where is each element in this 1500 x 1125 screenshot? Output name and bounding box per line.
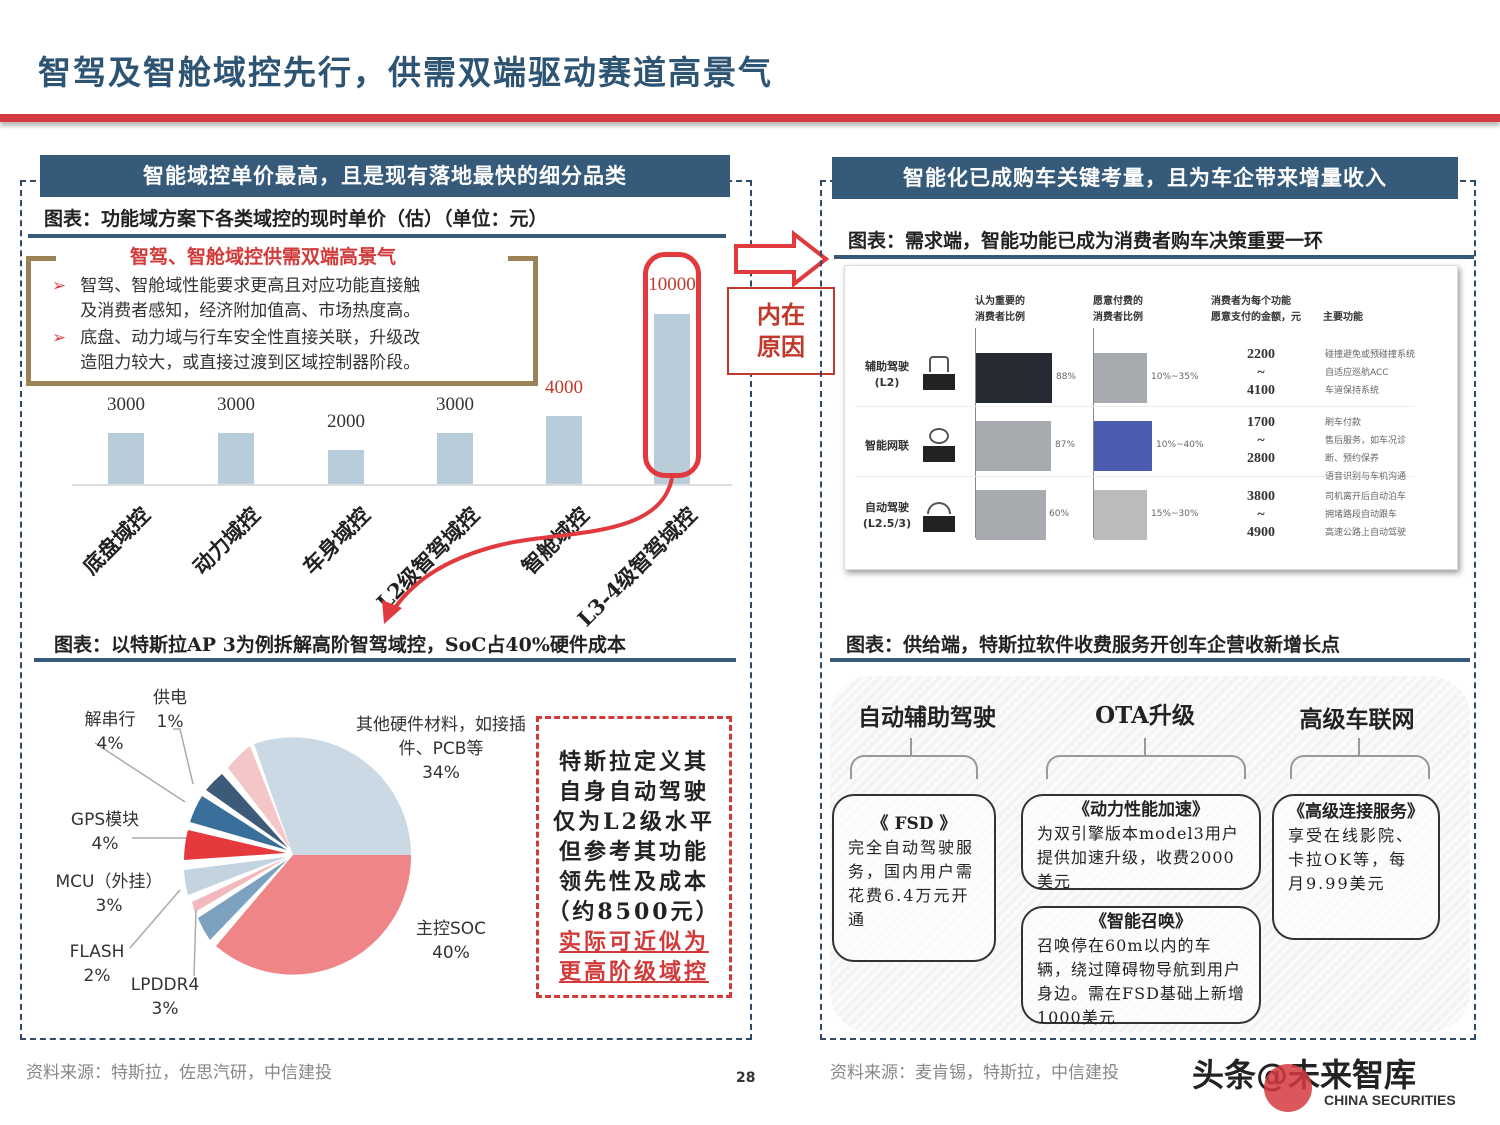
- survey-bar: [1094, 490, 1147, 540]
- left-fig1-rule: [28, 234, 726, 238]
- curved-arrow-icon: [382, 477, 674, 624]
- bullet-arrow-icon: ➢: [52, 276, 67, 296]
- survey-header: 认为重要的消费者比例: [975, 296, 1025, 323]
- insight-bullets: ➢ 智驾、智舱域性能要求更高且对应功能直接触 及消费者感知，经济附加值高、市场热…: [52, 274, 532, 376]
- bar-value: 4000: [545, 377, 583, 398]
- survey-header: 主要功能: [1323, 312, 1363, 323]
- bar-l34-adas: [654, 314, 690, 484]
- survey-bar: [976, 353, 1052, 403]
- right-source: 资料来源：麦肯锡，特斯拉，中信建投: [830, 1063, 1119, 1083]
- survey-bar: [1094, 353, 1147, 403]
- bar-chassis: [108, 433, 144, 484]
- service-card-connectivity: 《高级连接服务》 享受在线影院、卡拉OK等，每月9.99美元: [1272, 794, 1440, 940]
- adas-icon: [923, 374, 955, 390]
- left-fig1-caption: 图表：功能域方案下各类域控的现时单价（估）（单位：元）: [44, 208, 548, 230]
- bar-value: 3000: [107, 394, 145, 415]
- pie-label-mcu: MCU（外挂）3%: [55, 872, 163, 916]
- bar-value: 3000: [217, 394, 255, 415]
- survey-price: 3800~4900: [1247, 489, 1275, 540]
- brace-tip: [1144, 738, 1154, 756]
- service-category: 高级车联网: [1299, 706, 1415, 733]
- insight-box: [26, 256, 538, 386]
- right-fig2-rule: [830, 658, 1470, 662]
- autonomous-icon: [923, 516, 955, 532]
- survey-header: 愿意付费的消费者比例: [1093, 296, 1143, 323]
- bar-value: 3000: [436, 394, 474, 415]
- survey-bar: [1094, 421, 1152, 471]
- unit-price-bar-chart: 3000 3000 2000 3000 4000 10000 底盘域控 动力域控…: [0, 0, 750, 631]
- bar-value: 10000: [648, 274, 696, 295]
- survey-price: 2200~4100: [1247, 347, 1275, 398]
- service-card-acceleration: 《动力性能加速》 为双引擎版本model3用户提供加速升级，收费2000美元: [1021, 794, 1261, 891]
- survey-functions: 司机离开后自动泊车拥堵路段自动跟车高速公路上自动驾驶: [1325, 492, 1407, 538]
- highlight-pill: [643, 252, 701, 478]
- autonomous-icon-top: [927, 502, 951, 514]
- connectivity-icon: [923, 446, 955, 462]
- brace-tip: [910, 738, 920, 756]
- bullet-arrow-icon: ➢: [52, 328, 67, 348]
- left-section-banner: 智能域控单价最高，且是现有落地最快的细分品类: [40, 155, 730, 197]
- bar-value: 2000: [327, 411, 365, 432]
- brace-icon: [1046, 755, 1246, 779]
- left-fig2-caption: 图表：以特斯拉AP 3为例拆解高阶智驾域控，SoC占40%硬件成本: [54, 634, 626, 656]
- connectivity-icon-top: [929, 428, 949, 444]
- service-card-summon: 《智能召唤》 召唤停在60m以内的车辆，绕过障碍物导航到用户身边。需在FSD基础…: [1021, 906, 1261, 1027]
- soc-cost-pie-chart: [184, 737, 412, 975]
- service-card-fsd: 《 FSD 》 完全自动驾驶服务，国内用户需花费6.4万元开通: [832, 794, 996, 962]
- page-title: 智驾及智舱域控先行，供需双端驱动赛道高景气: [38, 53, 773, 92]
- survey-row-label: 智能网联: [865, 439, 909, 452]
- right-fig2-caption: 图表：供给端，特斯拉软件收费服务开创车企营收新增长点: [846, 634, 1341, 656]
- survey-row-label: 辅助驾驶(L2): [865, 360, 909, 389]
- survey-bar: [976, 490, 1046, 540]
- insight-bullet: ➢ 底盘、动力域与行车安全性直接关联，升级改 造阻力较大，或直接过渡到区域控制器…: [52, 326, 532, 376]
- page-number: 28: [736, 1070, 756, 1086]
- bar-cockpit: [546, 416, 582, 484]
- bar-body: [328, 450, 364, 484]
- survey-bar: [976, 421, 1051, 471]
- survey-row-label: 自动驾驶(L2.5/3): [862, 501, 912, 530]
- insight-heading: 智驾、智舱域控供需双端高景气: [130, 246, 397, 268]
- service-category: 自动辅助驾驶: [858, 704, 996, 731]
- pie-leader-lines: [94, 728, 197, 977]
- survey-header: 消费者为每个功能愿意支付的金额，元: [1211, 296, 1301, 323]
- china-securities-logo-icon: [1264, 1064, 1312, 1112]
- survey-functions: 刷车付款售后服务，如车况诊断、预约保养语音识别与车机沟通: [1325, 418, 1407, 482]
- reason-box: 内在 原因: [727, 287, 835, 375]
- survey-price: 1700~2800: [1247, 415, 1275, 466]
- brace-icon: [1290, 755, 1430, 779]
- left-source: 资料来源：特斯拉，佐思汽研，中信建投: [26, 1063, 332, 1083]
- consumer-survey-table: 认为重要的消费者比例 愿意付费的消费者比例 消费者为每个功能愿意支付的金额，元 …: [844, 265, 1458, 570]
- right-fig1-caption: 图表：需求端，智能功能已成为消费者购车决策重要一环: [848, 230, 1324, 252]
- adas-icon-top: [929, 356, 949, 372]
- right-fig1-rule: [834, 255, 1474, 259]
- left-fig2-rule: [34, 658, 736, 662]
- brace-tip: [1358, 738, 1368, 756]
- tesla-note-box: 特斯拉定义其 自身自动驾驶 仅为L2级水平 但参考其功能 领先性及成本 （约85…: [536, 716, 732, 998]
- service-category: OTA升级: [1095, 702, 1195, 729]
- hollow-right-arrow-icon: [734, 230, 830, 289]
- bar-l2-adas: [437, 433, 473, 484]
- brand-name: CHINA SECURITIES: [1324, 1092, 1456, 1108]
- right-section-banner: 智能化已成购车关键考量，且为车企带来增量收入: [832, 157, 1458, 199]
- x-axis: [72, 484, 732, 486]
- brace-icon: [850, 755, 978, 779]
- insight-bullet: ➢ 智驾、智舱域性能要求更高且对应功能直接触 及消费者感知，经济附加值高、市场热…: [52, 274, 532, 324]
- bar-powertrain: [218, 433, 254, 484]
- title-rule: [0, 114, 1500, 122]
